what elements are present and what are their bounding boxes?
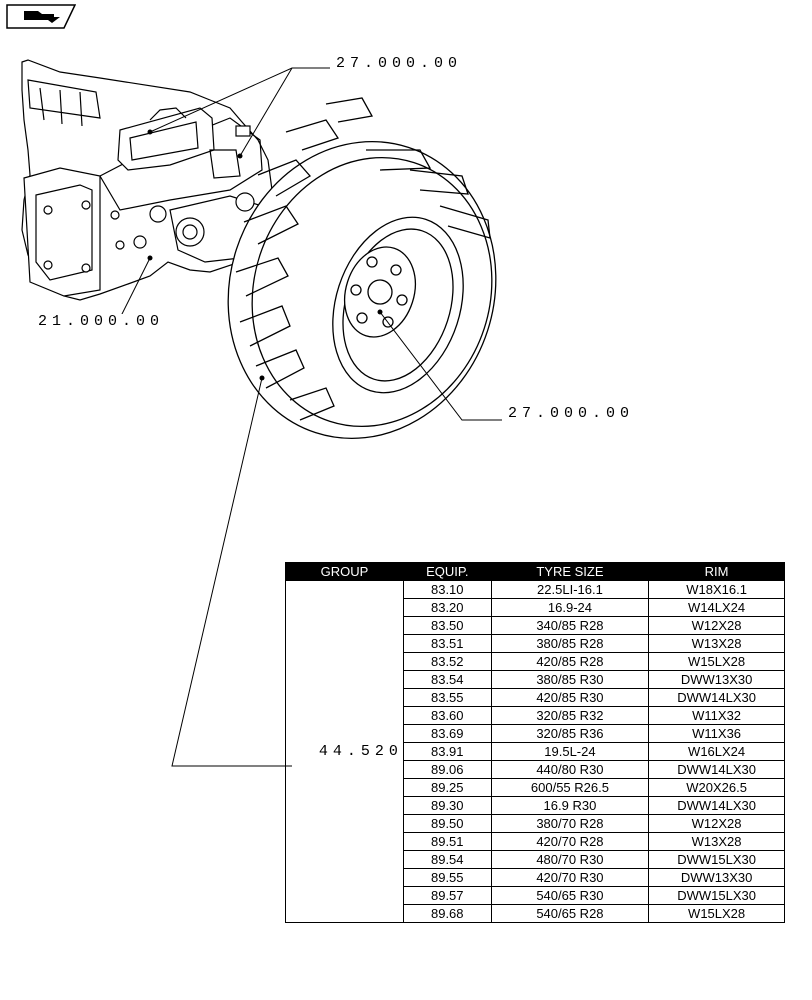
equip-cell: 83.50	[402, 616, 492, 635]
equip-cell: 83.55	[402, 688, 492, 707]
equip-cell: 83.60	[402, 706, 492, 725]
equip-cell: 89.51	[402, 832, 492, 851]
equip-cell: 89.57	[402, 886, 492, 905]
rim-cell: W11X36	[648, 724, 785, 743]
folder-arrow-icon	[6, 4, 77, 29]
rim-cell: DWW14LX30	[648, 760, 785, 779]
equip-cell: 89.55	[402, 868, 492, 887]
rim-cell: DWW15LX30	[648, 850, 785, 869]
tyre-size-cell: 320/85 R36	[490, 724, 650, 743]
equip-cell: 89.06	[402, 760, 492, 779]
tyre-size-cell: 420/85 R30	[490, 688, 650, 707]
callout-transmission-top[interactable]: 27.000.00	[336, 55, 463, 72]
tyre-size-cell: 16.9 R30	[490, 796, 650, 815]
rim-cell: W15LX28	[648, 652, 785, 671]
rim-cell: DWW14LX30	[648, 688, 785, 707]
rim-cell: W16LX24	[648, 742, 785, 761]
table-header-row: GROUP EQUIP. TYRE SIZE RIM	[285, 562, 785, 581]
callout-housing-left[interactable]: 21.000.00	[38, 313, 165, 330]
tyre-size-cell: 420/85 R28	[490, 652, 650, 671]
tyre-size-cell: 540/65 R28	[490, 904, 650, 923]
header-rim: RIM	[648, 562, 785, 581]
equip-cell: 89.30	[402, 796, 492, 815]
header-equip: EQUIP.	[402, 562, 492, 581]
tyre-size-cell: 16.9-24	[490, 598, 650, 617]
rim-cell: W13X28	[648, 832, 785, 851]
equip-cell: 89.54	[402, 850, 492, 869]
equip-cell: 83.52	[402, 652, 492, 671]
tyre-size-cell: 420/70 R28	[490, 832, 650, 851]
header-group: GROUP	[285, 562, 404, 581]
rim-cell: W20X26.5	[648, 778, 785, 797]
equip-cell: 83.10	[402, 580, 492, 599]
tyre-size-cell: 480/70 R30	[490, 850, 650, 869]
rim-cell: DWW13X30	[648, 670, 785, 689]
equip-cell: 83.91	[402, 742, 492, 761]
rim-cell: W12X28	[648, 616, 785, 635]
equip-cell: 83.20	[402, 598, 492, 617]
rim-cell: W15LX28	[648, 904, 785, 923]
tyre-size-cell: 380/85 R28	[490, 634, 650, 653]
tyre-size-cell: 380/70 R28	[490, 814, 650, 833]
rim-cell: W18X16.1	[648, 580, 785, 599]
transmission-housing	[21, 59, 281, 301]
tyre-size-cell: 340/85 R28	[490, 616, 650, 635]
tyre-size-cell: 420/70 R30	[490, 868, 650, 887]
rim-cell: DWW15LX30	[648, 886, 785, 905]
equip-cell: 83.54	[402, 670, 492, 689]
callout-wheel[interactable]: 27.000.00	[508, 405, 635, 422]
tyre-size-cell: 380/85 R30	[490, 670, 650, 689]
rim-cell: DWW14LX30	[648, 796, 785, 815]
leader-dots	[147, 129, 383, 381]
tyre-size-cell: 600/55 R26.5	[490, 778, 650, 797]
equip-cell: 89.68	[402, 904, 492, 923]
equip-cell: 89.25	[402, 778, 492, 797]
tyre-size-cell: 440/80 R30	[490, 760, 650, 779]
equip-cell: 89.50	[402, 814, 492, 833]
rim-cell: W11X32	[648, 706, 785, 725]
navigation-button[interactable]	[6, 4, 77, 29]
tyre-size-cell: 22.5LI-16.1	[490, 580, 650, 599]
equip-cell: 83.51	[402, 634, 492, 653]
rim-cell: DWW13X30	[648, 868, 785, 887]
tyre-size-cell: 320/85 R32	[490, 706, 650, 725]
tyre-size-cell: 19.5L-24	[490, 742, 650, 761]
tyre-size-cell: 540/65 R30	[490, 886, 650, 905]
header-tyre-size: TYRE SIZE	[490, 562, 650, 581]
rim-cell: W12X28	[648, 814, 785, 833]
group-cell[interactable]: 44.520	[285, 580, 404, 923]
rear-wheel	[227, 97, 497, 440]
equip-cell: 83.69	[402, 724, 492, 743]
rim-cell: W14LX24	[648, 598, 785, 617]
rim-cell: W13X28	[648, 634, 785, 653]
